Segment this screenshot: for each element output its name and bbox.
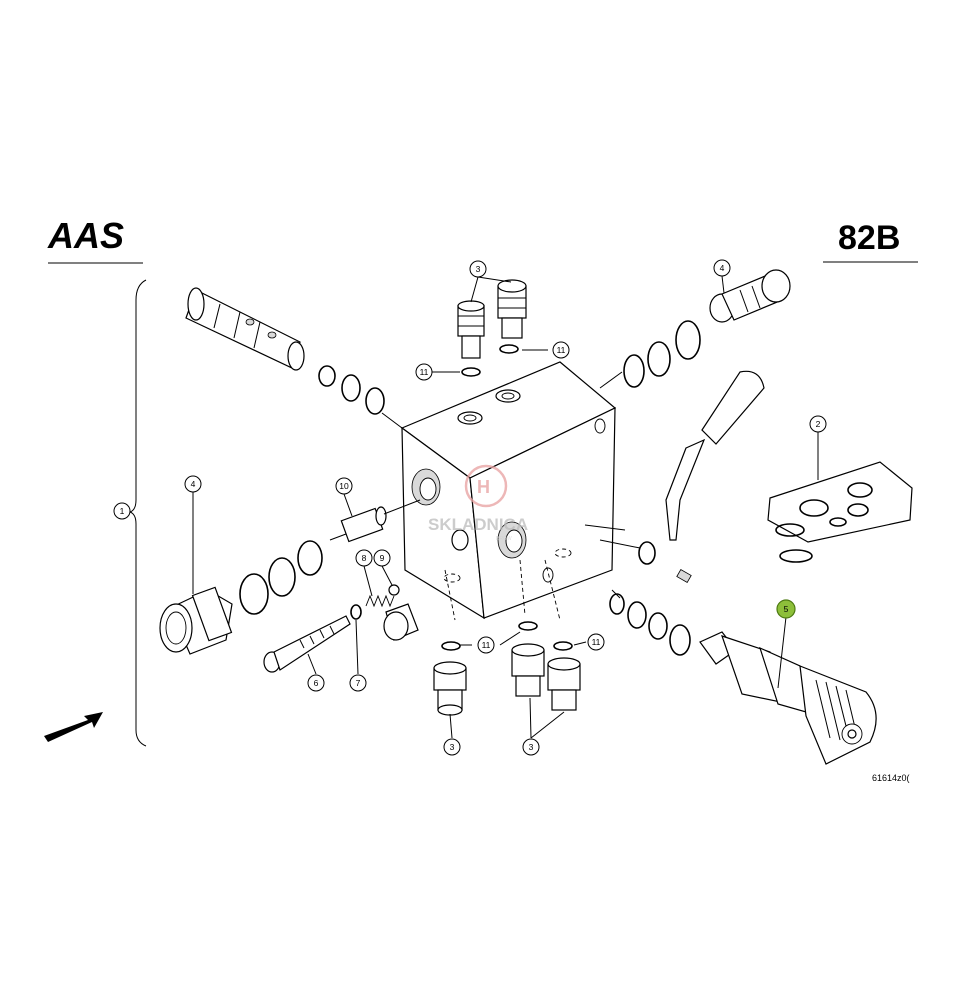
callout-7: 7 [349, 674, 367, 692]
callout-2: 2 [809, 415, 827, 433]
fitting-bottom-left [433, 661, 467, 716]
o-ring [461, 367, 481, 377]
ball [388, 584, 400, 596]
o-ring [441, 641, 461, 651]
callout-label: 6 [314, 678, 319, 688]
callout-label: 8 [362, 553, 367, 563]
assembly-bracket [128, 279, 147, 747]
page-code-text: 82B [838, 219, 900, 257]
callout-8: 8 [355, 549, 373, 567]
o-ring [553, 641, 573, 651]
lever-handle [665, 370, 765, 541]
o-ring [239, 573, 269, 615]
callout-label: 1 [120, 506, 125, 516]
watermark-subtext: BROW [496, 536, 512, 542]
callout-11-bottom-left: 11 [477, 636, 495, 654]
watermark-text: SKLADNICA [428, 515, 528, 534]
callout-11-bottom-right: 11 [587, 633, 605, 651]
o-ring [627, 601, 647, 629]
o-ring [623, 354, 645, 388]
callout-label: 4 [191, 479, 196, 489]
o-ring [647, 341, 671, 377]
callout-4-top: 4 [713, 259, 731, 277]
watermark: H SKLADNICA BROW [428, 464, 528, 542]
callout-label: 4 [720, 263, 725, 273]
callout-label: 7 [356, 678, 361, 688]
callout-6: 6 [307, 674, 325, 692]
callout-label: 3 [476, 264, 481, 274]
svg-text:H: H [477, 477, 490, 497]
direction-arrow-icon [44, 712, 103, 742]
spool-top-left [185, 287, 305, 371]
o-ring [499, 344, 519, 354]
callout-label: 3 [529, 742, 534, 752]
seal-kit [767, 461, 913, 563]
fitting-bottom-right [547, 657, 581, 711]
fitting-top-right [497, 279, 527, 339]
callout-3-top: 3 [469, 260, 487, 278]
washer [350, 604, 362, 620]
o-ring [365, 387, 385, 415]
callout-label: 11 [592, 637, 601, 647]
check-valve-cartridge [329, 499, 421, 543]
callout-label: 11 [482, 640, 491, 650]
plug-top-right [709, 269, 791, 323]
callout-11-top-right: 11 [552, 341, 570, 359]
callout-4-left: 4 [184, 475, 202, 493]
o-ring [609, 593, 625, 615]
callout-9: 9 [373, 549, 391, 567]
callout-5: 5 [776, 599, 796, 619]
callout-label: 9 [380, 553, 385, 563]
set-screw [676, 568, 692, 584]
callout-label: 2 [816, 419, 821, 429]
brand-logo: AAS [47, 215, 143, 264]
page-code: 82B [823, 219, 918, 263]
brand-logo-text: AAS [47, 215, 124, 256]
relief-valve-knob [699, 631, 877, 765]
washer [638, 541, 656, 565]
callout-3-bottom-left: 3 [443, 738, 461, 756]
o-ring [297, 540, 323, 576]
callout-10: 10 [335, 477, 353, 495]
valve-block [400, 361, 617, 621]
fitting-bottom-middle [511, 643, 545, 697]
callout-11-top-left: 11 [415, 363, 433, 381]
callout-3-bottom-right: 3 [522, 738, 540, 756]
fitting-top-left [457, 300, 485, 359]
o-ring [675, 320, 701, 360]
o-ring [518, 621, 538, 631]
o-ring [669, 624, 691, 656]
o-ring [341, 374, 361, 402]
drawing-number: 61614z0( [872, 773, 910, 783]
callout-leaders [192, 275, 819, 739]
callout-label: 11 [420, 367, 429, 377]
o-ring [318, 365, 336, 387]
spring [365, 594, 395, 608]
callout-1: 1 [113, 502, 131, 520]
plug-screw [383, 603, 419, 641]
callout-label: 10 [339, 481, 349, 491]
callout-label: 5 [784, 604, 789, 614]
callout-label: 11 [557, 345, 566, 355]
bolt [263, 615, 351, 673]
callout-label: 3 [450, 742, 455, 752]
plug-left [159, 586, 233, 655]
o-ring [648, 612, 668, 640]
o-ring [268, 557, 296, 597]
